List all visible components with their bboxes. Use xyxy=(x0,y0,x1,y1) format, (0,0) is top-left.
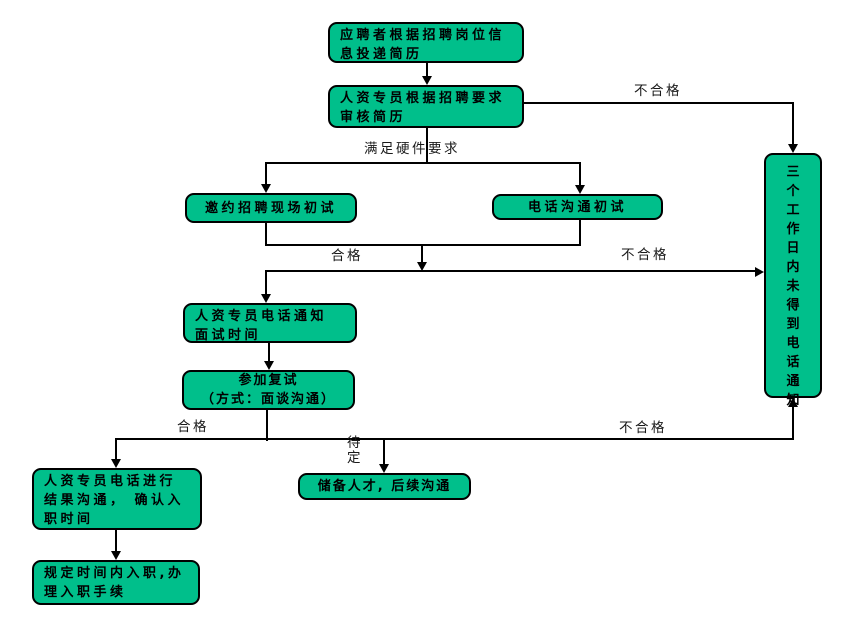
connector-line xyxy=(265,270,267,296)
node-review-resume: 人资专员根据招聘要求 审核简历 xyxy=(328,85,524,128)
connector-line xyxy=(268,343,270,363)
connector-line xyxy=(383,438,385,466)
node-onboarding: 规定时间内入职,办 理入职手续 xyxy=(32,560,200,605)
arrowhead-down-icon xyxy=(111,551,121,560)
edge-label-resume-unqualified: 不合格 xyxy=(634,83,682,99)
arrowhead-down-icon xyxy=(261,294,271,303)
connector-line xyxy=(115,438,117,461)
arrowhead-down-icon xyxy=(261,184,271,193)
connector-line xyxy=(115,530,117,553)
arrowhead-down-icon xyxy=(111,459,121,468)
arrowhead-down-icon xyxy=(264,361,274,370)
node-reserve-talent: 储备人才, 后续沟通 xyxy=(298,473,471,500)
connector-line xyxy=(579,162,581,187)
node-phone-first-interview: 电话沟通初试 xyxy=(492,194,663,220)
node-attend-second-interview: 参加复试 （方式：面谈沟通） xyxy=(182,370,355,410)
edge-label-meets-hardware-requirements: 满足硬件要求 xyxy=(364,141,460,157)
connector-line xyxy=(266,410,268,441)
connector-line xyxy=(579,220,581,246)
connector-line xyxy=(426,63,428,77)
connector-line xyxy=(265,244,581,246)
connector-line xyxy=(792,406,794,440)
edge-label-first-interview-unqualified: 不合格 xyxy=(621,247,669,263)
arrowhead-down-icon xyxy=(575,185,585,194)
vertical-text: 三个工作日内未得到电话通知 xyxy=(786,165,800,408)
connector-line xyxy=(426,127,428,164)
edge-label-second-interview-unqualified: 不合格 xyxy=(619,420,667,436)
connector-line xyxy=(265,162,581,164)
arrowhead-up-icon xyxy=(788,398,798,407)
connector-line xyxy=(265,223,267,246)
edge-label-second-interview-qualified: 合格 xyxy=(177,419,209,435)
node-onsite-first-interview: 邀约招聘现场初试 xyxy=(185,193,357,223)
connector-line xyxy=(792,102,794,146)
node-submit-resume: 应聘者根据招聘岗位信 息投递简历 xyxy=(328,22,524,63)
node-no-phone-notice-3days: 三个工作日内未得到电话通知 xyxy=(764,153,822,408)
connector-line xyxy=(265,270,757,272)
node-result-communication: 人资专员电话进行 结果沟通， 确认入 职时间 xyxy=(32,468,202,530)
arrowhead-down-icon xyxy=(422,76,432,85)
connector-line xyxy=(115,438,794,440)
connector-line xyxy=(524,102,794,104)
edge-label-first-interview-qualified: 合格 xyxy=(331,248,363,264)
connector-line xyxy=(421,244,423,264)
arrowhead-down-icon xyxy=(379,464,389,473)
connector-line xyxy=(265,162,267,186)
edge-label-second-interview-pending: 待 定 xyxy=(347,435,363,466)
arrowhead-down-icon xyxy=(788,144,798,153)
arrowhead-down-icon xyxy=(417,262,427,271)
arrowhead-right-icon xyxy=(755,267,764,277)
node-notify-interview-time: 人资专员电话通知 面试时间 xyxy=(183,303,357,343)
